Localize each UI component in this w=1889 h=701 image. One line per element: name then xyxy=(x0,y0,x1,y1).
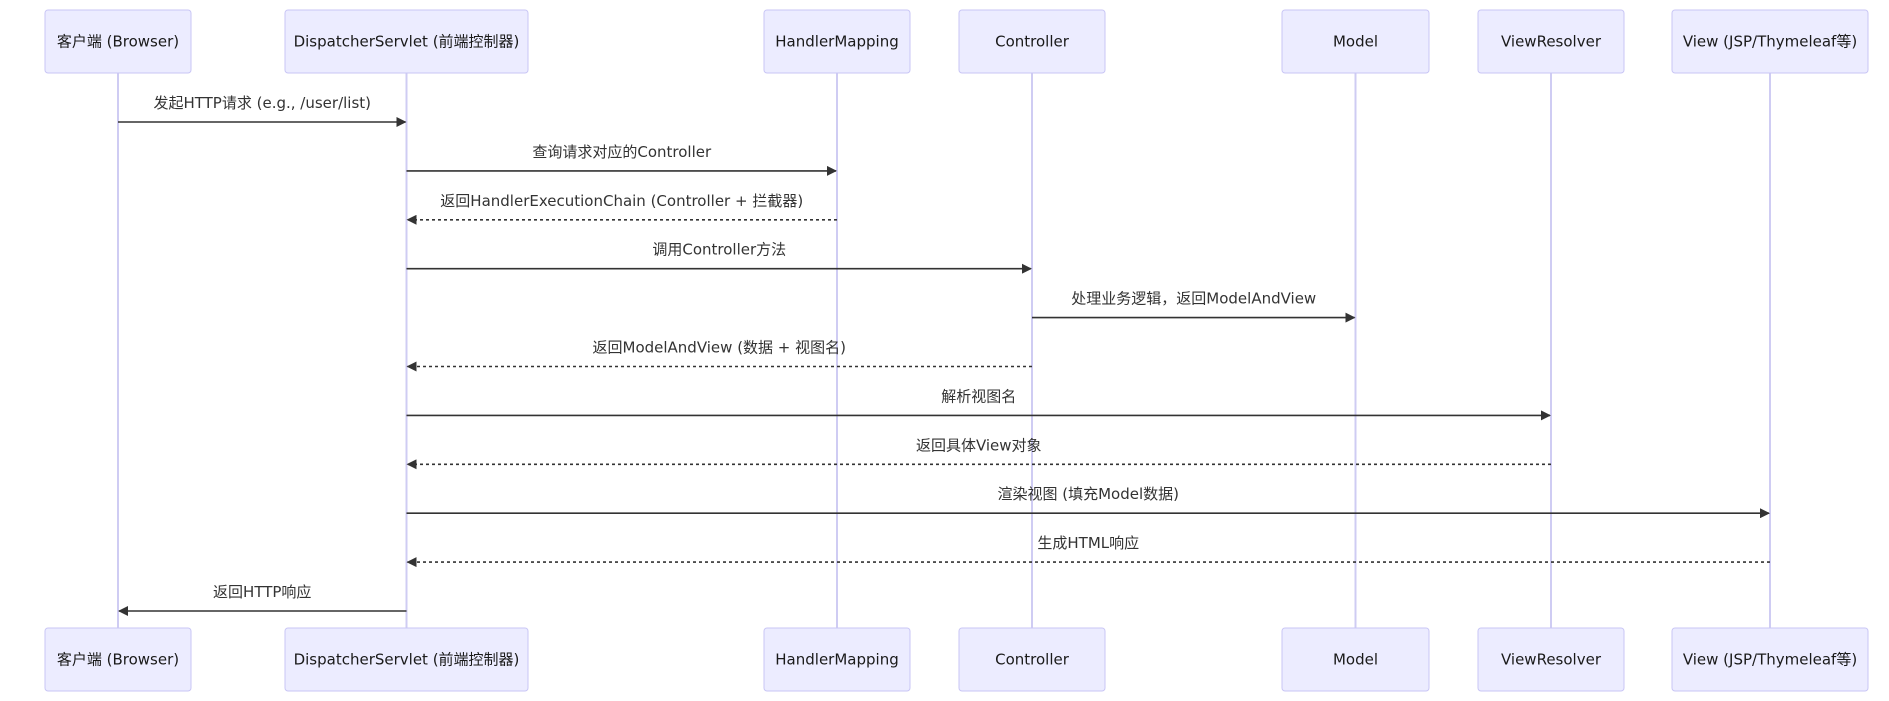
participant-box xyxy=(284,9,529,74)
participant-label: DispatcherServlet (前端控制器) xyxy=(294,33,520,51)
participant-handlerMapping-bottom: HandlerMapping xyxy=(763,627,911,692)
message-3: 返回HandlerExecutionChain (Controller + 拦截… xyxy=(406,192,837,225)
lifelines xyxy=(117,73,1771,628)
participants-top: 客户端 (Browser) DispatcherServlet (前端控制器) Ha… xyxy=(44,9,1869,74)
message-7: 解析视图名 xyxy=(406,387,1551,421)
message-label: 返回ModelAndView (数据 + 视图名) xyxy=(593,339,847,357)
participant-box xyxy=(284,627,529,692)
message-label: 解析视图名 xyxy=(941,387,1016,405)
participant-box xyxy=(958,627,1106,692)
message-9: 渲染视图 (填充Model数据) xyxy=(406,485,1770,519)
messages: 发起HTTP请求 (e.g., /user/list) 查询请求对应的Contro… xyxy=(118,94,1770,616)
participant-box xyxy=(1477,9,1625,74)
participant-label: View (JSP/Thymeleaf等) xyxy=(1683,33,1857,51)
message-label: 发起HTTP请求 (e.g., /user/list) xyxy=(153,94,371,112)
message-label: 查询请求对应的Controller xyxy=(532,143,712,161)
message-label: 返回具体View对象 xyxy=(916,436,1042,454)
participant-label: 客户端 (Browser) xyxy=(57,651,179,669)
participant-viewResolver-top: ViewResolver xyxy=(1477,9,1625,74)
participant-model-top: Model xyxy=(1281,9,1430,74)
participant-box xyxy=(1281,9,1430,74)
participant-label: DispatcherServlet (前端控制器) xyxy=(294,651,520,669)
participant-client-top: 客户端 (Browser) xyxy=(44,9,192,74)
participant-box xyxy=(1671,627,1869,692)
message-10: 生成HTML响应 xyxy=(406,534,1770,568)
participant-dispatcher-top: DispatcherServlet (前端控制器) xyxy=(284,9,529,74)
participant-handlerMapping-top: HandlerMapping xyxy=(763,9,911,74)
participant-view-bottom: View (JSP/Thymeleaf等) xyxy=(1671,627,1869,692)
participant-box xyxy=(44,627,192,692)
message-label: 渲染视图 (填充Model数据) xyxy=(997,485,1179,503)
participant-label: ViewResolver xyxy=(1501,651,1602,669)
message-5: 处理业务逻辑，返回ModelAndView xyxy=(1032,290,1356,323)
participant-label: HandlerMapping xyxy=(775,33,898,51)
participant-label: Model xyxy=(1333,651,1378,669)
message-11: 返回HTTP响应 xyxy=(118,583,407,616)
participant-controller-top: Controller xyxy=(958,9,1106,74)
participant-label: View (JSP/Thymeleaf等) xyxy=(1683,651,1857,669)
participant-dispatcher-bottom: DispatcherServlet (前端控制器) xyxy=(284,627,529,692)
message-label: 返回HandlerExecutionChain (Controller + 拦截… xyxy=(440,192,803,210)
message-label: 返回HTTP响应 xyxy=(213,583,311,601)
participant-box xyxy=(1281,627,1430,692)
participant-label: ViewResolver xyxy=(1501,33,1602,51)
message-8: 返回具体View对象 xyxy=(406,436,1551,470)
participant-box xyxy=(958,9,1106,74)
message-2: 查询请求对应的Controller xyxy=(406,143,837,176)
participant-label: Controller xyxy=(995,33,1070,51)
message-1: 发起HTTP请求 (e.g., /user/list) xyxy=(118,94,407,127)
participant-box xyxy=(44,9,192,74)
participant-box xyxy=(1671,9,1869,74)
participant-label: 客户端 (Browser) xyxy=(57,33,179,51)
participant-view-top: View (JSP/Thymeleaf等) xyxy=(1671,9,1869,74)
participant-label: Model xyxy=(1333,33,1378,51)
message-label: 处理业务逻辑，返回ModelAndView xyxy=(1071,290,1316,308)
participant-box xyxy=(763,9,911,74)
message-6: 返回ModelAndView (数据 + 视图名) xyxy=(406,339,1032,372)
message-4: 调用Controller方法 xyxy=(406,241,1032,274)
participant-label: HandlerMapping xyxy=(775,651,898,669)
message-label: 生成HTML响应 xyxy=(1037,534,1139,552)
participant-label: Controller xyxy=(995,651,1070,669)
message-label: 调用Controller方法 xyxy=(652,241,786,259)
participant-controller-bottom: Controller xyxy=(958,627,1106,692)
participant-model-bottom: Model xyxy=(1281,627,1430,692)
participant-box xyxy=(1477,627,1625,692)
participants-bottom: 客户端 (Browser) DispatcherServlet (前端控制器) Ha… xyxy=(44,627,1869,692)
participant-viewResolver-bottom: ViewResolver xyxy=(1477,627,1625,692)
participant-box xyxy=(763,627,911,692)
participant-client-bottom: 客户端 (Browser) xyxy=(44,627,192,692)
